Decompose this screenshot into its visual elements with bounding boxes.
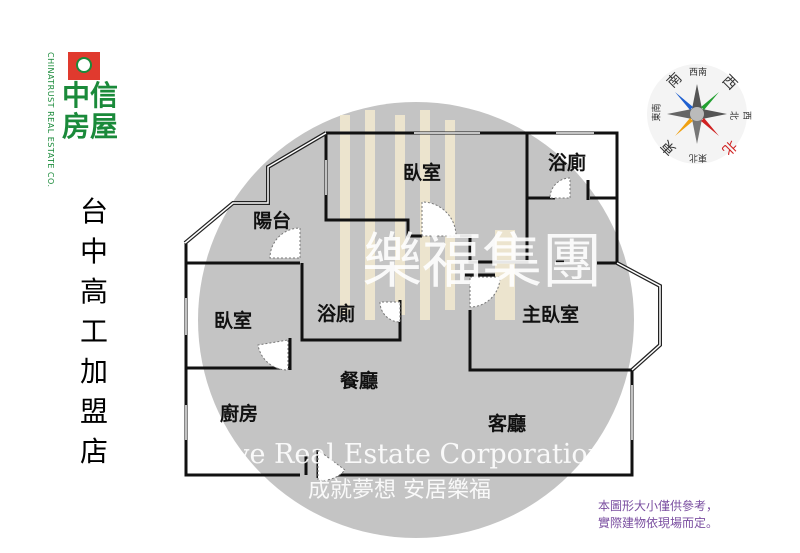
room-balcony: 陽台: [253, 210, 292, 232]
disclaimer: 本圖形大小僅供參考， 實際建物依現場而定。: [598, 498, 718, 532]
disclaimer-line: 實際建物依現場而定。: [598, 516, 719, 530]
disclaimer-line: 本圖形大小僅供參考，: [598, 499, 719, 513]
room-bath-mid: 浴廁: [317, 303, 356, 325]
compass-label: 東北: [689, 152, 708, 162]
compass: 南 西南 西 西北 北 東北 東 東南: [645, 62, 751, 166]
logo-english: CHINATRUST REAL ESTATE CO.: [46, 52, 55, 188]
room-master-bedroom: 主臥室: [522, 304, 580, 326]
room-bedroom-top: 臥室: [403, 162, 442, 184]
watermark-english: Love Real Estate Corporation: [200, 439, 606, 470]
logo-chinese: 中信房屋: [62, 79, 119, 143]
compass-label: 西南: [689, 68, 708, 78]
compass-rose-icon: [647, 64, 747, 164]
room-kitchen: 廚房: [220, 403, 259, 425]
room-bath-top: 浴廁: [548, 152, 587, 174]
room-dining: 餐廳: [340, 370, 379, 392]
store-name: 台中高工加盟店: [79, 195, 108, 468]
watermark-slogan: 成就夢想 安居樂福: [308, 478, 491, 503]
logo-globe-icon: [76, 57, 92, 73]
watermark-brand: 樂福集團: [362, 227, 602, 297]
compass-label: 東南: [652, 103, 663, 122]
compass-label: 西北: [728, 111, 751, 121]
room-living: 客廳: [488, 413, 527, 435]
room-bedroom-left: 臥室: [214, 310, 253, 332]
